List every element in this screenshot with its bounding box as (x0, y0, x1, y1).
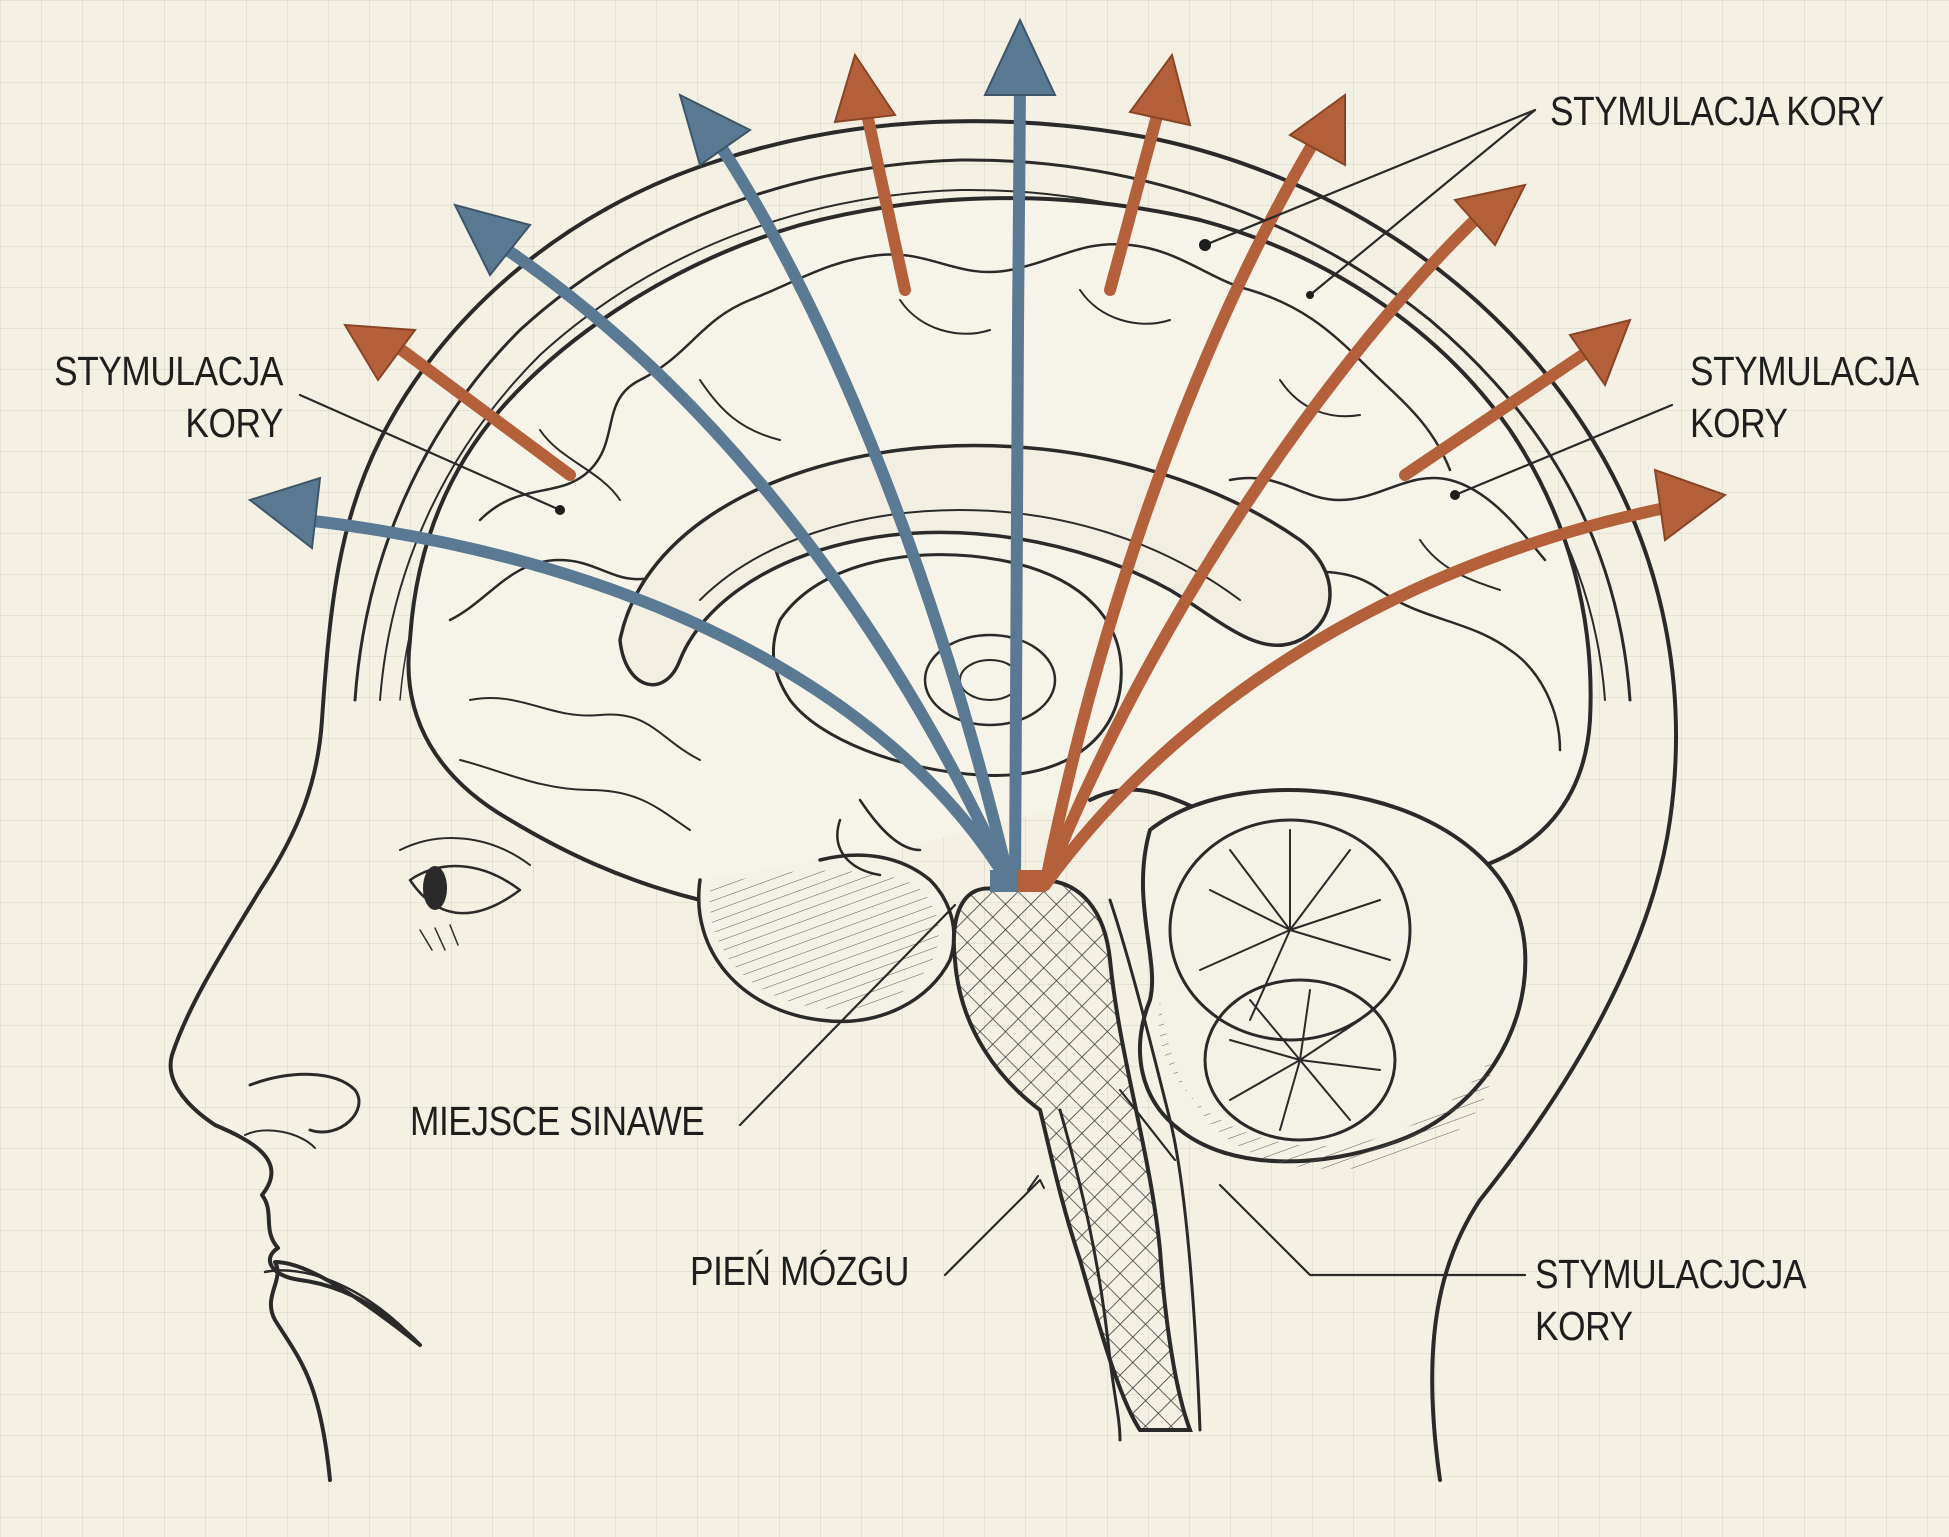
convergence-blue (990, 870, 1018, 892)
convergence-orange (1018, 870, 1046, 892)
label-cortex-bottom-right-line2: KORY (1535, 1300, 1806, 1352)
blue-arrow-4 (1015, 85, 1020, 885)
label-cortex-right: STYMULACJA KORY (1690, 345, 1919, 449)
label-brainstem: PIEŃ MÓZGU (690, 1245, 909, 1297)
face-details (245, 838, 530, 1345)
label-cortex-top-right-text: STYMULACJA KORY (1550, 85, 1884, 137)
cerebellum (1140, 790, 1525, 1169)
label-cortex-bottom-right-line1: STYMULACJCJA (1535, 1248, 1806, 1300)
label-brainstem-text: PIEŃ MÓZGU (690, 1245, 909, 1297)
label-cortex-top-right: STYMULACJA KORY (1550, 85, 1884, 137)
label-locus: MIEJSCE SINAWE (410, 1095, 704, 1147)
label-cortex-left: STYMULACJA KORY (25, 345, 283, 449)
label-locus-text: MIEJSCE SINAWE (410, 1095, 704, 1147)
label-cortex-left-line2: KORY (25, 397, 283, 449)
label-cortex-right-line1: STYMULACJA (1690, 345, 1919, 397)
label-cortex-bottom-right: STYMULACJCJA KORY (1535, 1248, 1806, 1352)
label-cortex-right-line2: KORY (1690, 397, 1919, 449)
label-cortex-left-line1: STYMULACJA (25, 345, 283, 397)
